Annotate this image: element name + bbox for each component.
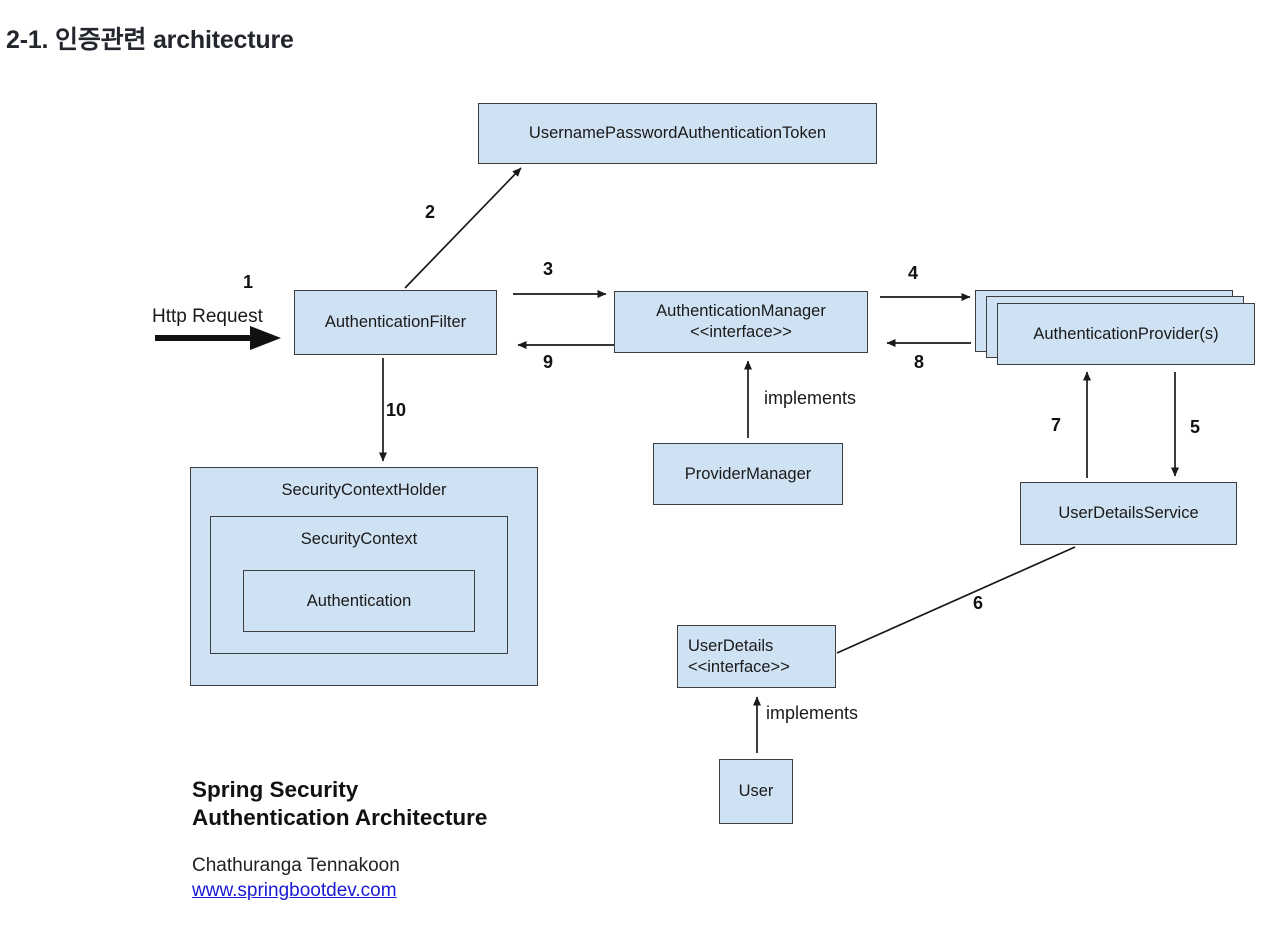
step-label-6: 6 <box>973 593 984 613</box>
box-label: AuthenticationManager <box>656 302 826 321</box>
box-user-details: UserDetails <<interface>> <box>677 625 836 688</box>
step-label-3: 3 <box>543 259 554 279</box>
box-label: Authentication <box>306 591 412 610</box>
step-label-1: 1 <box>243 272 254 292</box>
box-label: SecurityContext <box>300 530 418 548</box>
box-user-details-service: UserDetailsService <box>1020 482 1237 545</box>
step-label-2: 2 <box>425 202 436 222</box>
box-security-context: SecurityContext Authentication <box>210 516 508 654</box>
box-label: ProviderManager <box>684 464 812 483</box>
arrow-http-request <box>155 326 281 350</box>
step-label-10: 10 <box>386 400 407 420</box>
box-authentication-providers: AuthenticationProvider(s) <box>997 303 1255 365</box>
step-label-7: 7 <box>1051 415 1062 435</box>
box-label: AuthenticationFilter <box>324 313 467 332</box>
box-authentication: Authentication <box>243 570 475 632</box>
box-label: User <box>738 782 774 801</box>
box-user: User <box>719 759 793 824</box>
box-authentication-filter: AuthenticationFilter <box>294 290 497 355</box>
author-name: Chathuranga Tennakoon <box>192 855 400 876</box>
step-label-4: 4 <box>908 263 919 283</box>
line-step-6 <box>836 546 1076 654</box>
box-label: SecurityContextHolder <box>281 481 447 499</box>
box-username-password-authentication-token: UsernamePasswordAuthenticationToken <box>478 103 877 164</box>
box-label: UserDetailsService <box>1058 504 1199 523</box>
diagram-title-line1: Spring Security <box>192 777 359 802</box>
step-label-8: 8 <box>914 352 925 372</box>
box-authentication-manager: AuthenticationManager <<interface>> <box>614 291 868 353</box>
box-stereotype: <<interface>> <box>690 323 792 341</box>
box-security-context-holder: SecurityContextHolder SecurityContext Au… <box>190 467 538 686</box>
implements-label-user: implements <box>766 703 859 723</box>
diagram-title: Spring Security Authentication Architect… <box>192 776 487 832</box>
box-provider-manager: ProviderManager <box>653 443 843 505</box>
arrow-step-2 <box>404 167 522 289</box>
step-label-5: 5 <box>1190 417 1201 437</box>
page-title: 2-1. 인증관련 architecture <box>6 26 294 54</box>
box-label: UserDetails <box>688 636 774 655</box>
http-request-label: Http Request <box>152 306 263 327</box>
box-authentication-providers-stack: AuthenticationProvider(s) <box>975 290 1256 366</box>
implements-label-manager: implements <box>764 388 857 408</box>
box-label: UsernamePasswordAuthenticationToken <box>528 124 827 143</box>
box-stereotype: <<interface>> <box>688 657 790 676</box>
step-label-9: 9 <box>543 352 554 372</box>
diagram-title-line2: Authentication Architecture <box>192 805 488 830</box>
box-label: AuthenticationProvider(s) <box>1033 324 1219 343</box>
website-link[interactable]: www.springbootdev.com <box>192 880 397 901</box>
